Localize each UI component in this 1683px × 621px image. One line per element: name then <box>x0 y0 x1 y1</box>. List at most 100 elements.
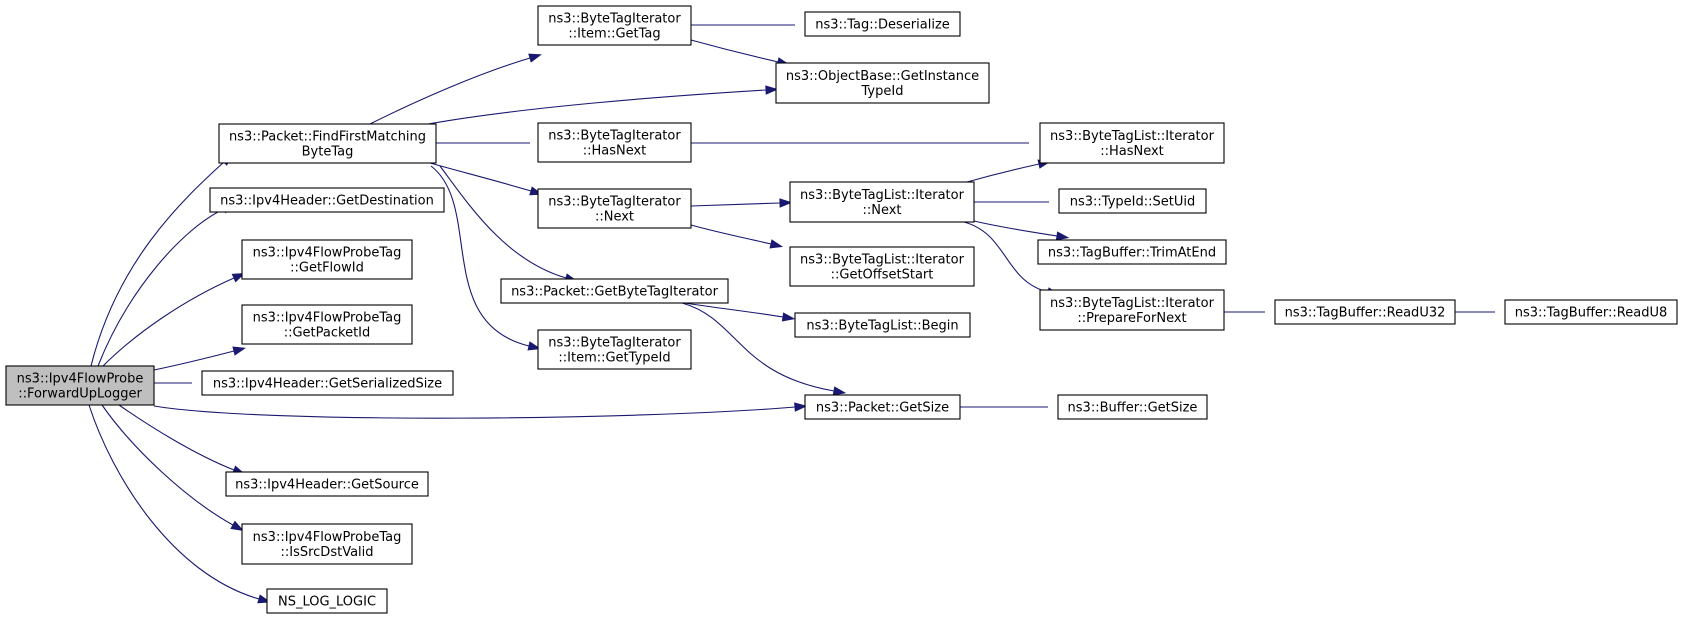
arrow-head-icon <box>769 239 784 249</box>
arrow-head-icon <box>231 273 246 283</box>
node-label-line: ns3::Ipv4Header::GetSource <box>235 478 419 493</box>
edge-findFirst-to-objGetInst <box>427 85 779 125</box>
node-label-line: ::GetOffsetStart <box>831 268 934 283</box>
node-box <box>201 370 454 396</box>
node-btlGetOffset[interactable]: ns3::ByteTagList::Iterator::GetOffsetSta… <box>789 246 975 287</box>
node-label-line: ns3::Ipv4FlowProbeTag <box>253 311 402 326</box>
edge-line <box>973 220 1058 237</box>
node-label-line: NS_LOG_LOGIC <box>278 595 376 610</box>
node-box <box>209 187 445 213</box>
node-box <box>537 188 692 229</box>
node-bufGetSize[interactable]: ns3::Buffer::GetSize <box>1057 394 1208 420</box>
node-box <box>241 304 413 345</box>
node-box <box>1504 299 1678 325</box>
node-nsLog[interactable]: NS_LOG_LOGIC <box>266 588 388 614</box>
edge-btnext-to-btlNext <box>690 198 793 208</box>
node-getSerSize[interactable]: ns3::Ipv4Header::GetSerializedSize <box>201 370 454 396</box>
edge-line <box>427 89 767 125</box>
node-root[interactable]: ns3::Ipv4FlowProbe::ForwardUpLogger <box>5 365 155 406</box>
arrow-head-icon <box>832 386 847 396</box>
node-box <box>794 312 971 338</box>
node-readU8[interactable]: ns3::TagBuffer::ReadU8 <box>1504 299 1678 325</box>
nodes: ns3::Ipv4FlowProbe::ForwardUpLoggerns3::… <box>5 5 1678 614</box>
node-getSource[interactable]: ns3::Ipv4Header::GetSource <box>225 471 429 497</box>
node-btlBegin[interactable]: ns3::ByteTagList::Begin <box>794 312 971 338</box>
node-label-line: ::GetFlowId <box>290 261 364 276</box>
node-label-line: ::HasNext <box>1100 144 1164 159</box>
node-box <box>1039 289 1225 331</box>
edge-getBTI-to-pktGetSize <box>681 302 847 396</box>
node-pktGetSize[interactable]: ns3::Packet::GetSize <box>804 394 961 420</box>
arrow-head-icon <box>528 53 542 63</box>
node-box <box>1274 299 1456 325</box>
node-box <box>241 523 413 565</box>
node-label-line: ns3::Buffer::GetSize <box>1068 401 1198 416</box>
node-label-line: ::Item::GetTypeId <box>558 351 670 366</box>
node-label-line: ns3::TagBuffer::ReadU32 <box>1285 306 1446 321</box>
node-box <box>241 239 413 280</box>
edge-btlNext-to-btlHasNext <box>966 159 1052 183</box>
node-getFlowId[interactable]: ns3::Ipv4FlowProbeTag::GetFlowId <box>241 239 413 280</box>
node-getDest[interactable]: ns3::Ipv4Header::GetDestination <box>209 187 445 213</box>
edge-root-to-getPacketId <box>153 346 247 371</box>
node-label-line: ns3::TagBuffer::TrimAtEnd <box>1048 246 1216 261</box>
node-label-line: ns3::Packet::GetSize <box>816 401 949 416</box>
edge-getBTI-to-btlBegin <box>683 302 796 322</box>
arrow-head-icon <box>779 198 793 208</box>
node-label-line: ns3::Ipv4FlowProbeTag <box>253 530 402 545</box>
node-tagDeser[interactable]: ns3::Tag::Deserialize <box>804 11 961 37</box>
arrow-head-icon <box>794 402 808 412</box>
node-trimAtEnd[interactable]: ns3::TagBuffer::TrimAtEnd <box>1037 239 1227 265</box>
edge-line <box>101 404 234 526</box>
arrow-head-icon <box>781 312 796 322</box>
edge-line <box>97 208 225 367</box>
node-bthasNext[interactable]: ns3::ByteTagIterator::HasNext <box>537 122 692 163</box>
node-box <box>537 329 692 370</box>
node-box <box>5 365 155 406</box>
node-box <box>789 246 975 287</box>
edge-line <box>690 202 781 207</box>
node-label-line: ns3::Packet::FindFirstMatching <box>229 130 426 145</box>
edge-line <box>681 302 835 392</box>
edge-line <box>429 162 532 192</box>
edge-findFirst-to-itemGetTag <box>369 53 542 125</box>
arrow-head-icon <box>1055 231 1070 241</box>
node-btlNext[interactable]: ns3::ByteTagList::Iterator::Next <box>789 181 975 223</box>
node-box <box>218 123 437 164</box>
node-btlHasNext[interactable]: ns3::ByteTagList::Iterator::HasNext <box>1039 122 1225 164</box>
node-label-line: ::PrepareForNext <box>1077 311 1186 326</box>
node-label-line: ns3::ByteTagList::Begin <box>806 319 958 334</box>
edge-line <box>153 405 796 419</box>
node-label-line: ns3::ByteTagList::Iterator <box>800 188 965 203</box>
edge-findFirst-to-itemGetTypeId <box>430 165 542 351</box>
node-setUid[interactable]: ns3::TypeId::SetUid <box>1058 188 1207 214</box>
node-label-line: ns3::Ipv4Header::GetDestination <box>220 194 434 209</box>
node-box <box>789 181 975 223</box>
edge-line <box>153 350 235 371</box>
node-prepNext[interactable]: ns3::ByteTagList::Iterator::PrepareForNe… <box>1039 289 1225 331</box>
node-box <box>804 394 961 420</box>
node-getBTI[interactable]: ns3::Packet::GetByteTagIterator <box>500 278 729 304</box>
node-itemGetTypeId[interactable]: ns3::ByteTagIterator::Item::GetTypeId <box>537 329 692 370</box>
edge-line <box>118 404 235 471</box>
node-label-line: ns3::ByteTagList::Iterator <box>1050 296 1215 311</box>
node-label-line: ns3::TypeId::SetUid <box>1070 195 1195 210</box>
node-readU32[interactable]: ns3::TagBuffer::ReadU32 <box>1274 299 1456 325</box>
node-label-line: ::Next <box>595 210 634 225</box>
node-btnext[interactable]: ns3::ByteTagIterator::Next <box>537 188 692 229</box>
node-label-line: ns3::Ipv4Header::GetSerializedSize <box>213 377 442 392</box>
node-label-line: ns3::ObjectBase::GetInstance <box>786 69 979 84</box>
node-box <box>804 11 961 37</box>
node-isSrcDst[interactable]: ns3::Ipv4FlowProbeTag::IsSrcDstValid <box>241 523 413 565</box>
node-label-line: ns3::ByteTagList::Iterator <box>800 253 965 268</box>
node-label-line: ns3::TagBuffer::ReadU8 <box>1515 306 1668 321</box>
node-box <box>500 278 729 304</box>
edge-line <box>690 224 772 245</box>
edge-line <box>963 221 1049 293</box>
arrow-head-icon <box>527 341 542 351</box>
node-getPacketId[interactable]: ns3::Ipv4FlowProbeTag::GetPacketId <box>241 304 413 345</box>
node-itemGetTag[interactable]: ns3::ByteTagIterator::Item::GetTag <box>537 5 692 46</box>
